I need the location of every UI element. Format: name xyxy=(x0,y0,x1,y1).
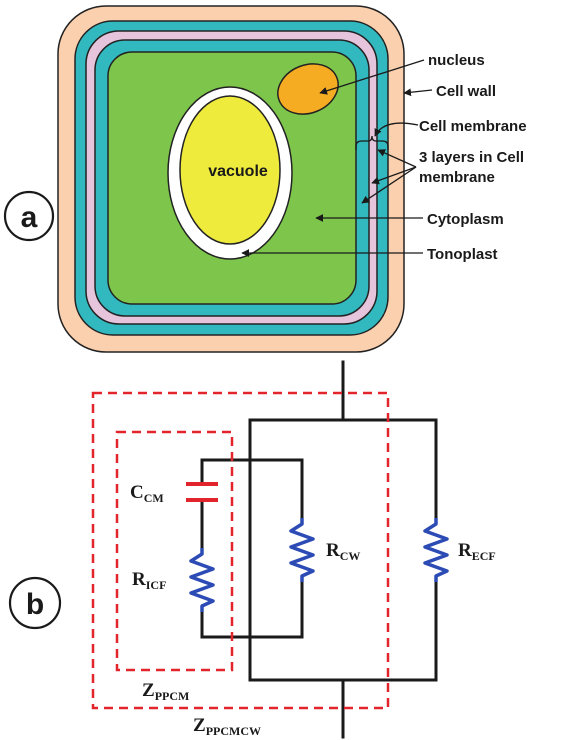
zppcm-dashed-box xyxy=(115,430,234,672)
plant-cell: vacuole xyxy=(57,5,405,353)
annotation-arrows xyxy=(241,59,433,257)
panel-a-label: a xyxy=(21,201,38,234)
nucleus-label: nucleus xyxy=(428,52,485,69)
zppcmcw-dashed-box xyxy=(91,391,390,710)
resistor-rcw xyxy=(289,518,315,582)
cytoplasm-label: Cytoplasm xyxy=(427,211,504,228)
membrane-layers-label-line1: 3 layers in Cell xyxy=(419,149,524,166)
layers-arrow-2 xyxy=(371,166,417,185)
layers-arrow-3 xyxy=(361,166,417,204)
zppcmcw-label: ZPPCMCW xyxy=(193,715,261,738)
rcw-label: RCW xyxy=(326,540,360,563)
cell-wall-arrow xyxy=(403,88,433,97)
capacitor-ccm xyxy=(186,482,218,502)
resistor-ricf xyxy=(189,548,215,612)
resistor-recf xyxy=(423,518,449,582)
nucleus xyxy=(277,63,339,115)
cell-wall-label: Cell wall xyxy=(436,83,496,100)
recf-label: RECF xyxy=(458,540,496,563)
membrane-layers-label-line2: membrane xyxy=(419,169,495,186)
tonoplast-label: Tonoplast xyxy=(427,246,498,263)
zppcm-label: ZPPCM xyxy=(142,680,189,703)
cell-membrane-label: Cell membrane xyxy=(419,118,527,135)
vacuole-label: vacuole xyxy=(208,163,268,180)
panel-b-label: b xyxy=(26,588,44,621)
cell-membrane-arrow xyxy=(374,122,419,137)
ricf-label: RICF xyxy=(132,569,166,592)
panel-a-badge: a xyxy=(3,190,55,242)
layers-arrow-1 xyxy=(377,149,417,168)
nucleus-arrow xyxy=(319,59,425,95)
panel-b-badge: b xyxy=(8,576,62,630)
circuit-wires xyxy=(200,360,438,739)
vacuole xyxy=(179,95,281,245)
ccm-label: CCM xyxy=(130,482,164,505)
cell-membrane-bracket xyxy=(355,135,389,150)
